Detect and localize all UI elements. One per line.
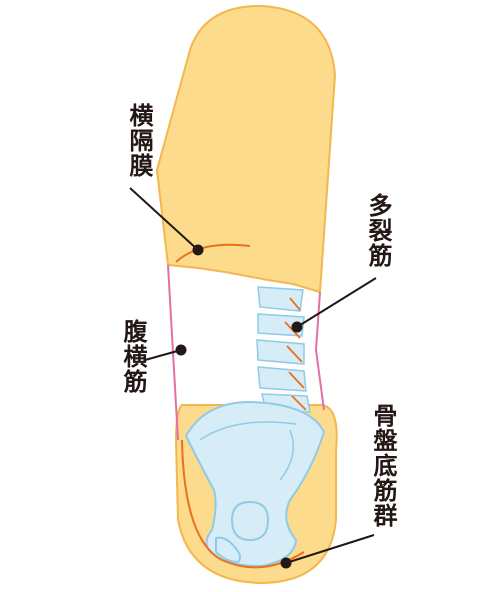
pelvis-bone	[185, 401, 325, 567]
diaphragm-dot	[192, 244, 204, 256]
multifidus-line-1	[289, 297, 301, 311]
label-multifidus: 多裂筋	[364, 193, 392, 268]
multifidus-line-5	[291, 395, 307, 411]
multifidus-lines	[284, 297, 307, 411]
multifidus-line-4	[288, 371, 305, 389]
vertebra-4	[257, 366, 307, 392]
label-transversus: 腹横筋	[119, 319, 147, 394]
multifidus-leader	[296, 277, 377, 328]
pelvis-obturator	[231, 501, 269, 541]
pelvis-main	[185, 401, 325, 567]
vertebra-3	[256, 339, 305, 365]
leader-lines	[129, 187, 377, 569]
pelvic-floor-leader	[285, 534, 375, 564]
pelvis-pubis	[215, 536, 241, 563]
multifidus-line-3	[286, 345, 303, 363]
pelvic-floor-dot	[280, 557, 292, 569]
transversus-leader	[144, 349, 182, 361]
pelvis-inner-line	[199, 421, 297, 441]
diaphragm-leader	[129, 187, 199, 251]
diaphragm-line	[175, 243, 251, 263]
transversus-dot	[175, 344, 187, 356]
lumbar-vertebrae	[256, 286, 311, 413]
pelvis-iliac-inner	[279, 429, 295, 481]
multifidus-dot	[291, 321, 303, 333]
transversus-abdominis-right	[314, 291, 325, 411]
upper-torso	[155, 4, 337, 294]
vertebra-1	[257, 286, 304, 312]
label-diaphragm: 横隔膜	[125, 103, 153, 178]
label-pelvic-floor: 骨盤底筋群	[369, 403, 397, 528]
pelvic-floor-line	[181, 439, 305, 569]
